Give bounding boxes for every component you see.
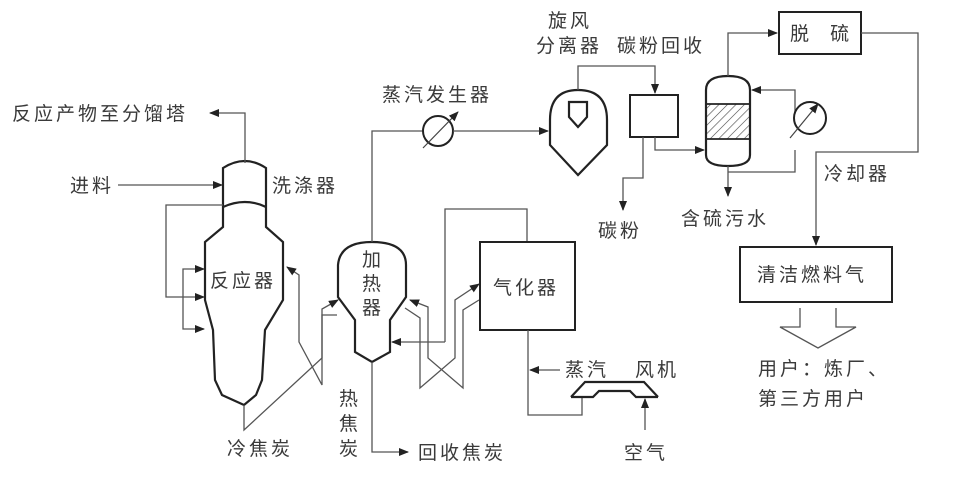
label-heater-3: 器 [362, 297, 384, 319]
label-clean-fuel-gas: 清洁燃料气 [757, 264, 867, 286]
label-recovered-coke: 回收焦炭 [418, 442, 506, 464]
label-users-1: 用户：炼厂、 [758, 358, 890, 380]
gasifier-steam-air-line [527, 330, 583, 416]
hot-coke-line [286, 266, 337, 386]
label-carbon-recovery: 碳粉回收 [617, 35, 705, 57]
cyclone-separator [548, 88, 609, 177]
heater-vessel [336, 240, 408, 364]
label-gasifier: 气化器 [493, 277, 559, 299]
label-heater-1: 加 [362, 249, 384, 271]
users-arrow-icon [779, 308, 857, 349]
label-reactor: 反应器 [210, 270, 276, 292]
cooler-loop-return [751, 86, 796, 118]
label-hot-coke-3: 炭 [339, 438, 361, 460]
label-scrubber: 洗涤器 [272, 175, 338, 197]
cooler-icon [789, 101, 827, 139]
label-heater-2: 热 [362, 273, 384, 295]
desulfurization-box [778, 11, 862, 55]
gasifier-box [479, 241, 576, 331]
cold-coke-line [243, 299, 339, 432]
column-to-desulfurization-line [727, 29, 778, 76]
desulfurization-to-fuel-gas-line [812, 32, 919, 246]
label-steam-generator: 蒸汽发生器 [382, 84, 492, 106]
label-users-2: 第三方用户 [758, 388, 868, 410]
carbon-powder-line [619, 137, 644, 211]
reactor-vessel [203, 207, 285, 407]
label-hot-coke-1: 热 [339, 388, 361, 410]
label-hot-coke-2: 焦 [339, 413, 361, 435]
gasifier-to-heater-line [409, 299, 480, 390]
scrubber-vessel [221, 159, 268, 209]
gasifier-gas-return [444, 208, 528, 342]
heater-flue-line [371, 130, 423, 242]
product-line [209, 109, 246, 163]
label-feed: 进料 [70, 175, 114, 197]
label-air: 空气 [624, 442, 668, 464]
reactor-inlet-upper [182, 265, 205, 297]
label-sour-water: 含硫污水 [681, 208, 769, 230]
reactor-inlet-lower [182, 297, 205, 333]
cooler-loop-line [728, 150, 796, 173]
wash-column [704, 74, 752, 168]
label-blower: 风机 [635, 359, 679, 381]
heater-to-gasifier-line [404, 283, 480, 390]
steam-generator-icon [422, 111, 459, 149]
clean-fuel-gas-box [739, 246, 893, 303]
label-steam: 蒸汽 [565, 359, 609, 381]
label-carbon-powder: 碳粉 [598, 220, 642, 242]
reactor-inlet-lines [165, 204, 223, 301]
label-cold-coke: 冷焦炭 [227, 438, 293, 460]
label-cyclone-2: 分离器 [536, 35, 602, 57]
label-cyclone-1: 旋风 [548, 10, 592, 32]
blower-icon [570, 380, 659, 399]
label-cooler: 冷却器 [824, 163, 890, 185]
cyclone-to-recovery-line [577, 65, 659, 94]
recovery-to-column-line [654, 137, 705, 154]
recovered-coke-line [371, 362, 409, 456]
carbon-recovery-box [629, 94, 679, 138]
label-product-to-fractionator: 反应产物至分馏塔 [12, 103, 188, 125]
label-desulfurization: 脱 硫 [790, 23, 852, 45]
